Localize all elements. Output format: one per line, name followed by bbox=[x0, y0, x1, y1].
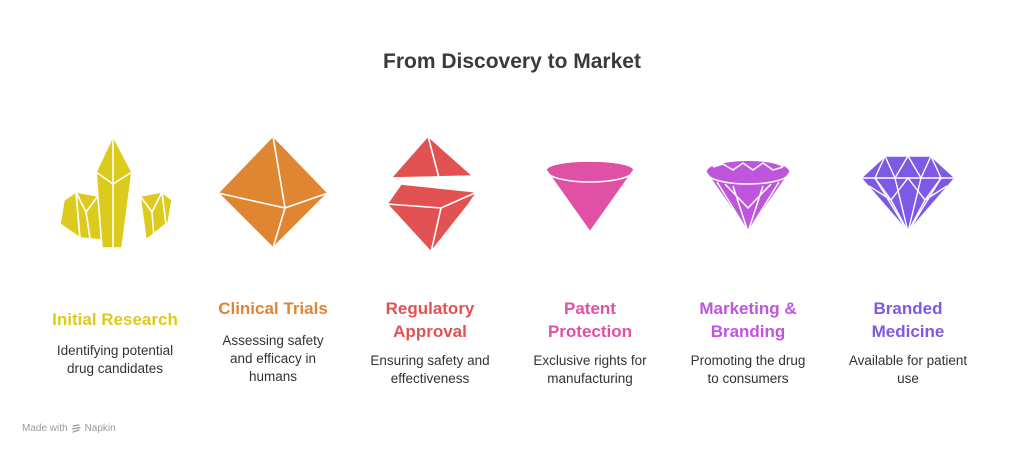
stage-description: Assessing safety and efficacy in humans bbox=[198, 332, 348, 386]
stage-desc-line: drug candidates bbox=[66, 361, 164, 376]
stage-desc-line: use bbox=[897, 371, 919, 386]
stage-desc-line: humans bbox=[248, 369, 298, 384]
stage-label-line: Approval bbox=[393, 322, 467, 341]
stage-description: Exclusive rights for manufacturing bbox=[515, 352, 665, 388]
stage-desc-line: Available for patient bbox=[848, 353, 968, 368]
stage-label-line: Protection bbox=[547, 322, 633, 341]
stage-initial-research: Initial Research Identifying potential d… bbox=[40, 0, 190, 455]
stage-label: Regulatory Approval bbox=[355, 297, 505, 343]
stage-description: Promoting the drug to consumers bbox=[673, 352, 823, 388]
stage-description: Ensuring safety and effectiveness bbox=[355, 352, 505, 388]
stage-label: Initial Research bbox=[40, 308, 190, 331]
cut-gem-icon bbox=[705, 159, 791, 233]
stage-label: Branded Medicine bbox=[833, 297, 983, 343]
stage-desc-line: effectiveness bbox=[390, 371, 470, 386]
stage-label: Patent Protection bbox=[515, 297, 665, 343]
stage-label-line: Clinical Trials bbox=[218, 299, 328, 318]
stage-desc-line: to consumers bbox=[707, 371, 789, 386]
stage-desc-line: and efficacy in bbox=[229, 351, 317, 366]
napkin-logo-icon bbox=[71, 424, 81, 433]
napkin-brand-text: Napkin bbox=[84, 423, 116, 434]
stage-label: Marketing & Branding bbox=[673, 297, 823, 343]
stage-desc-line: Promoting the drug bbox=[690, 353, 806, 368]
stage-desc-line: Assessing safety bbox=[222, 333, 324, 348]
stage-label-line: Marketing & bbox=[699, 299, 797, 318]
stage-marketing-branding: Marketing & Branding Promoting the drug … bbox=[673, 0, 823, 455]
octahedron-icon bbox=[217, 135, 329, 249]
footer-attribution[interactable]: Made with Napkin bbox=[22, 423, 116, 434]
stage-description: Available for patient use bbox=[833, 352, 983, 388]
stage-desc-line: Identifying potential bbox=[56, 343, 174, 358]
stage-label-line: Patent bbox=[564, 299, 616, 318]
stage-label: Clinical Trials bbox=[198, 297, 348, 320]
stage-label-line: Medicine bbox=[871, 322, 945, 341]
stage-desc-line: Exclusive rights for bbox=[533, 353, 647, 368]
crystal-cluster-icon bbox=[59, 135, 173, 249]
stage-desc-line: Ensuring safety and bbox=[370, 353, 490, 368]
stage-branded-medicine: Branded Medicine Available for patient u… bbox=[833, 0, 983, 455]
split-gem-icon bbox=[386, 135, 478, 253]
stage-desc-line: manufacturing bbox=[547, 371, 633, 386]
stage-label-line: Initial Research bbox=[52, 310, 178, 329]
stage-description: Identifying potential drug candidates bbox=[40, 342, 190, 378]
made-with-text: Made with bbox=[22, 423, 68, 434]
stage-label-line: Branded bbox=[873, 299, 943, 318]
stage-label-line: Branding bbox=[710, 322, 786, 341]
stage-regulatory-approval: Regulatory Approval Ensuring safety and … bbox=[355, 0, 505, 455]
rough-gem-icon bbox=[545, 160, 635, 233]
stage-clinical-trials: Clinical Trials Assessing safety and eff… bbox=[198, 0, 348, 455]
stage-label-line: Regulatory bbox=[385, 299, 475, 318]
diamond-icon bbox=[860, 155, 956, 233]
stage-patent-protection: Patent Protection Exclusive rights for m… bbox=[515, 0, 665, 455]
diagram-title: From Discovery to Market bbox=[383, 50, 641, 73]
